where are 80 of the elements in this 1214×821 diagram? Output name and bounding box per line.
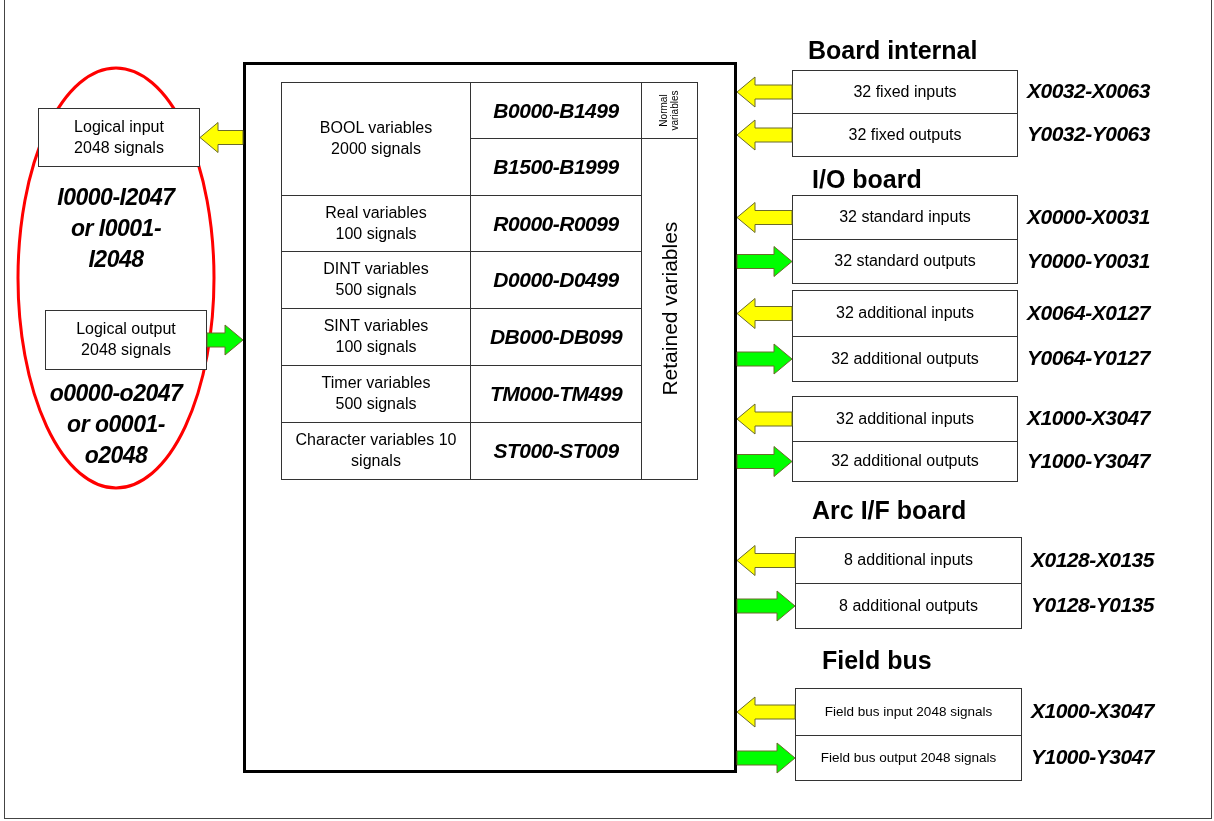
signal-box: [792, 441, 1018, 482]
block-arrow: [736, 202, 793, 233]
normal-variables-label: Normal variables: [659, 89, 680, 133]
address-range: X1000-X3047: [1031, 698, 1156, 724]
group-heading: Board internal: [808, 36, 978, 65]
signal-label: 8 additional outputs: [839, 595, 978, 616]
table-cell: [281, 422, 471, 480]
address-range: DB000-DB099: [489, 325, 623, 349]
address-range: X1000-X3047: [1027, 405, 1152, 431]
block-arrow: [206, 324, 244, 356]
address-range: D0000-D0499: [493, 268, 619, 292]
signal-label: Logical input 2048 signals: [73, 116, 165, 158]
signal-label: 32 standard outputs: [834, 251, 976, 272]
signal-box: [792, 195, 1018, 240]
signal-box: [792, 290, 1018, 337]
address-range: Y0032-Y0063: [1027, 121, 1151, 147]
signal-label: 32 additional outputs: [831, 451, 979, 472]
signal-label: Logical output 2048 signals: [75, 319, 177, 360]
block-arrow: [736, 298, 793, 329]
signal-box: [795, 537, 1022, 584]
signal-label: 32 additional outputs: [831, 348, 979, 369]
address-range: R0000-R0099: [493, 211, 619, 236]
signal-label: 8 additional inputs: [844, 550, 973, 571]
variable-type-label: BOOL variables 2000 signals: [318, 118, 434, 159]
block-arrow: [736, 119, 793, 151]
table-cell: [641, 82, 698, 139]
address-range: B1500-B1999: [493, 155, 619, 179]
address-range: X0000-X0031: [1027, 203, 1151, 230]
address-range: X0064-X0127: [1027, 299, 1152, 326]
address-range: Y0000-Y0031: [1027, 247, 1151, 274]
group-heading: Field bus: [822, 646, 932, 675]
signal-box: [792, 113, 1018, 157]
signal-box: [792, 70, 1018, 114]
signal-box: [792, 336, 1018, 382]
retained-variables-label: Retained variables: [656, 222, 682, 396]
address-range: X0128-X0135: [1031, 546, 1156, 573]
block-arrow: [736, 590, 796, 622]
address-range: o0000-o2047 or o0001-o2048: [48, 379, 185, 470]
address-range: Y0128-Y0135: [1031, 592, 1156, 618]
signal-box: [38, 108, 200, 167]
variable-type-label: Character variables 10 signals: [295, 430, 457, 471]
group-heading: Arc I/F board: [812, 496, 967, 525]
variable-type-label: Timer variables 500 signals: [320, 373, 432, 414]
signal-box: [795, 735, 1022, 781]
block-arrow: [736, 403, 793, 435]
signal-label: 32 fixed outputs: [848, 124, 962, 145]
signal-box: [792, 396, 1018, 442]
block-arrow: [736, 696, 796, 728]
block-arrow: [736, 545, 796, 576]
block-arrow: [199, 122, 244, 153]
address-range: Y0064-Y0127: [1027, 345, 1152, 371]
block-arrow: [736, 246, 793, 277]
signal-label: 32 standard inputs: [839, 207, 971, 228]
block-arrow: [736, 742, 796, 774]
signal-label: Field bus input 2048 signals: [824, 703, 993, 721]
table-cell: [281, 82, 471, 196]
group-heading: I/O board: [812, 165, 922, 194]
address-range: ST000-ST009: [493, 439, 619, 463]
variable-type-label: SINT variables 100 signals: [322, 316, 430, 357]
signal-label: 32 additional inputs: [836, 303, 974, 324]
signal-label: Field bus output 2048 signals: [820, 749, 997, 767]
address-range: B0000-B1499: [493, 98, 619, 123]
controller-memory-frame: [243, 62, 737, 773]
signal-box: [45, 310, 207, 370]
block-arrow: [736, 76, 793, 108]
signal-label: 32 additional inputs: [836, 408, 974, 429]
signal-box: [795, 583, 1022, 629]
variable-type-label: DINT variables 500 signals: [322, 259, 430, 300]
address-range: TM000-TM499: [489, 382, 623, 406]
table-cell: [641, 138, 698, 480]
address-range: I0000-I2047 or I0001-I2048: [56, 183, 177, 274]
signal-box: [795, 688, 1022, 736]
signal-box: [792, 239, 1018, 284]
address-range: Y1000-Y3047: [1027, 447, 1152, 474]
address-range: Y1000-Y3047: [1031, 744, 1156, 770]
block-arrow: [736, 343, 793, 375]
variable-type-label: Real variables 100 signals: [324, 202, 428, 244]
address-range: X0032-X0063: [1027, 78, 1151, 104]
signal-label: 32 fixed inputs: [853, 81, 957, 102]
block-arrow: [736, 446, 793, 477]
